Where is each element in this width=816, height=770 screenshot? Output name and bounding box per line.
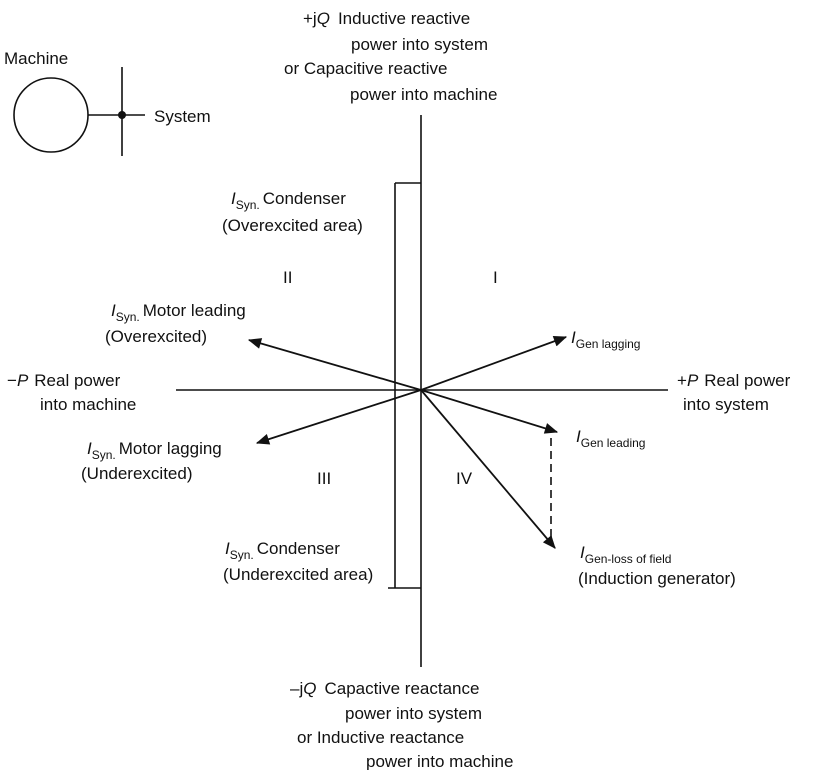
svg-text:or Capacitive reactive: or Capacitive reactive	[284, 59, 447, 78]
svg-text:(Underexcited): (Underexcited)	[81, 464, 193, 483]
motor-leading-label: ISyn.Motor leading (Overexcited)	[105, 301, 246, 346]
gen-leading-label: IGen leading	[576, 427, 645, 450]
machine-label: Machine	[4, 49, 68, 68]
svg-text:or Inductive reactance: or Inductive reactance	[297, 728, 464, 747]
svg-text:power into system: power into system	[351, 35, 488, 54]
svg-text:(Overexcited area): (Overexcited area)	[222, 216, 363, 235]
motor-lagging-label: ISyn.Motor lagging (Underexcited)	[81, 439, 222, 483]
svg-text:(Underexcited area): (Underexcited area)	[223, 565, 373, 584]
condenser-bracket	[388, 182, 421, 589]
quadrant-i-label: I	[493, 268, 498, 287]
quadrant-ii-label: II	[283, 268, 292, 287]
motor-leading-vector	[247, 338, 422, 391]
svg-text:(Overexcited): (Overexcited)	[105, 327, 207, 346]
bus-junction-dot	[118, 111, 126, 119]
gen-leading-vector	[420, 389, 559, 434]
svg-text:ISyn.Condenser: ISyn.Condenser	[231, 189, 346, 212]
quadrant-iii-label: III	[317, 469, 331, 488]
svg-text:(Induction generator): (Induction generator)	[578, 569, 736, 588]
svg-text:IGen-loss of field: IGen-loss of field	[580, 543, 671, 566]
svg-text:into machine: into machine	[40, 395, 136, 414]
svg-text:into system: into system	[683, 395, 769, 414]
motor-lagging-vector	[255, 389, 422, 445]
gen-loss-of-field-label: IGen-loss of field (Induction generator)	[578, 543, 736, 588]
svg-text:ISyn.Motor lagging: ISyn.Motor lagging	[87, 439, 222, 462]
svg-text:power into machine: power into machine	[366, 752, 513, 770]
svg-text:IGen leading: IGen leading	[576, 427, 645, 450]
svg-text:ISyn.Condenser: ISyn.Condenser	[225, 539, 340, 562]
machine-circle	[13, 77, 89, 153]
condenser-underexcited-label: ISyn.Condenser (Underexcited area)	[223, 539, 373, 584]
gen-lagging-vector	[420, 335, 568, 391]
gen-loss-of-field-vector	[420, 389, 556, 549]
gen-lagging-label: IGen lagging	[571, 328, 640, 351]
condenser-overexcited-label: ISyn.Condenser (Overexcited area)	[222, 189, 363, 235]
svg-text:power into system: power into system	[345, 704, 482, 723]
svg-text:ISyn.Motor leading: ISyn.Motor leading	[111, 301, 246, 324]
system-label: System	[154, 107, 211, 126]
svg-text:power into machine: power into machine	[350, 85, 497, 104]
quadrant-iv-label: IV	[456, 469, 473, 488]
machine-system-inset: Machine System	[4, 49, 211, 156]
svg-text:IGen lagging: IGen lagging	[571, 328, 640, 351]
